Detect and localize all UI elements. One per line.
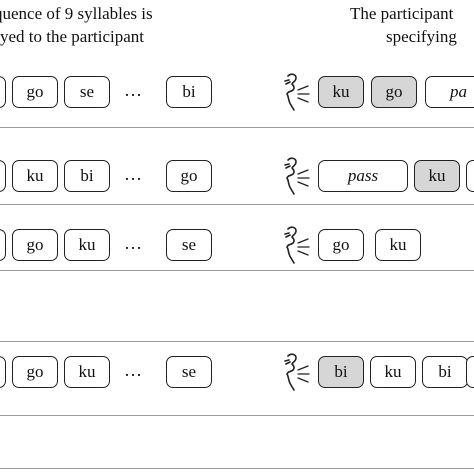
response-syllable-box: pass — [318, 160, 408, 192]
ellipsis: … — [124, 80, 143, 100]
presented-syllable-box: go — [12, 356, 58, 388]
response-syllable-box: ku — [375, 229, 421, 261]
separator-line — [0, 341, 474, 342]
response-syllable-box-highlighted: ku — [414, 160, 460, 192]
presented-syllable-box: ku — [12, 160, 58, 192]
response-syllable-box: pa — [425, 76, 474, 108]
ellipsis: … — [124, 233, 143, 253]
separator-line — [0, 204, 474, 205]
presented-syllable-box: ku — [64, 229, 110, 261]
presented-syllable-box — [0, 76, 6, 108]
presented-syllable-box: se — [64, 76, 110, 108]
response-syllable-box: ku — [370, 356, 416, 388]
speaking-person-icon — [280, 225, 310, 265]
speaking-person-icon — [280, 156, 310, 196]
presented-syllable-box: go — [166, 160, 212, 192]
presented-header: quence of 9 syllables is yed to the part… — [0, 2, 153, 48]
separator-line — [0, 468, 474, 469]
response-syllable-box-highlighted: go — [371, 76, 417, 108]
response-syllable-box — [466, 356, 474, 388]
presented-syllable-box: ku — [64, 356, 110, 388]
separator-line — [0, 127, 474, 128]
presented-syllable-box: go — [12, 76, 58, 108]
ellipsis: … — [124, 360, 143, 380]
presented-header-line2: yed to the participant — [0, 27, 144, 46]
presented-syllable-box: se — [166, 229, 212, 261]
separator-line — [0, 415, 474, 416]
separator-line — [0, 270, 474, 271]
presented-header-line1: quence of 9 syllables is — [0, 4, 153, 23]
presented-syllable-box: bi — [166, 76, 212, 108]
presented-syllable-box — [0, 160, 6, 192]
speaking-person-icon — [280, 72, 310, 112]
response-syllable-box-highlighted: ku — [318, 76, 364, 108]
response-syllable-box-highlighted: bi — [318, 356, 364, 388]
presented-syllable-box: bi — [64, 160, 110, 192]
response-header-line2: specifying — [386, 27, 457, 46]
response-syllable-box: bi — [422, 356, 468, 388]
response-header-line1: The participant — [350, 4, 454, 23]
response-syllable-box — [466, 160, 474, 192]
presented-syllable-box: go — [12, 229, 58, 261]
presented-syllable-box — [0, 356, 6, 388]
presented-syllable-box: se — [166, 356, 212, 388]
presented-syllable-box — [0, 229, 6, 261]
ellipsis: … — [124, 164, 143, 184]
speaking-person-icon — [280, 352, 310, 392]
response-header: The participant specifying — [316, 2, 474, 48]
response-syllable-box: go — [318, 229, 364, 261]
